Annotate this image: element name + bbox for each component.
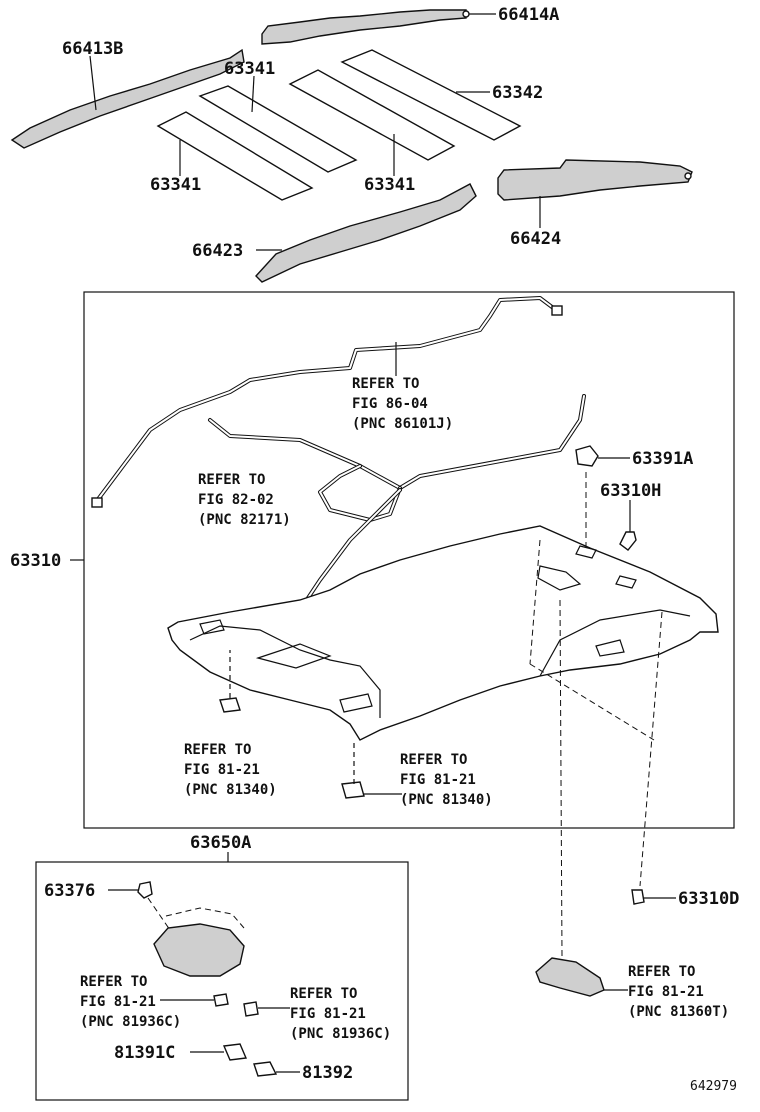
wire-harness-86101j (94, 296, 558, 504)
part-63342 (340, 49, 522, 141)
refer-81-mid-line2: FIG 81-21 (400, 772, 476, 788)
headliner-cutout-visor-l (199, 619, 225, 635)
label-66414a: 66414A (498, 5, 559, 25)
dash-63650a-lens (165, 907, 245, 929)
label-66423: 66423 (192, 241, 243, 261)
part-63341-left (156, 111, 314, 201)
part-63310d (631, 889, 645, 905)
refer-81-mid-line3: (PNC 81340) (400, 792, 493, 808)
label-63342: 63342 (492, 83, 543, 103)
leader-63341-top (251, 75, 255, 113)
label-63310d: 63310D (678, 889, 739, 909)
dash-line-63310d (639, 611, 663, 887)
part-81392 (253, 1061, 278, 1077)
headliner-cutout-handle (595, 639, 625, 657)
headliner-rear-contour (539, 609, 691, 677)
refer-81-21-left: REFER TO FIG 81-21 (PNC 81340) (184, 742, 277, 798)
label-63341-left: 63341 (150, 175, 201, 195)
dash-line-2 (529, 663, 655, 741)
refer-81-21-936b: REFER TO FIG 81-21 (PNC 81936C) (290, 986, 391, 1042)
refer-86-line2: FIG 86-04 (352, 396, 428, 412)
part-63391a (575, 445, 599, 467)
refer-81936a-line1: REFER TO (80, 974, 147, 990)
label-66413b: 66413B (62, 39, 123, 59)
label-63310h: 63310H (600, 481, 661, 501)
part-81340-left (219, 697, 241, 713)
refer-81936a-line2: FIG 81-21 (80, 994, 156, 1010)
refer-81-21-936a: REFER TO FIG 81-21 (PNC 81936C) (80, 974, 181, 1030)
label-63310: 63310 (10, 551, 61, 571)
part-81340-mid (341, 781, 365, 799)
part-81360t-lamp (535, 957, 605, 997)
headliner-cutout-rear-lamp (537, 565, 582, 591)
refer-81-left-line1: REFER TO (184, 742, 251, 758)
refer-81936b-line3: (PNC 81936C) (290, 1026, 391, 1042)
part-66414a-clip (462, 10, 470, 18)
part-66413b (10, 48, 245, 149)
refer-82-line3: (PNC 82171) (198, 512, 291, 528)
label-63650a: 63650A (190, 833, 251, 853)
label-81392: 81392 (302, 1063, 353, 1083)
label-63376: 63376 (44, 881, 95, 901)
refer-81360-line2: FIG 81-21 (628, 984, 704, 1000)
refer-86-04: REFER TO FIG 86-04 (PNC 86101J) (352, 376, 453, 432)
refer-81360-line3: (PNC 81360T) (628, 1004, 729, 1020)
part-81936c-b (243, 1001, 259, 1017)
box-63650a (35, 861, 409, 1101)
refer-81936b-line2: FIG 81-21 (290, 1006, 366, 1022)
part-66424-clip (684, 172, 692, 180)
label-63341-mid: 63341 (364, 175, 415, 195)
label-63341-top: 63341 (224, 59, 275, 79)
headliner-cutout-lamp (339, 693, 373, 713)
refer-81936a-line3: (PNC 81936C) (80, 1014, 181, 1030)
label-81391c: 81391C (114, 1043, 175, 1063)
headliner-clip-seat-1 (575, 545, 597, 559)
leader-66413b (89, 55, 97, 111)
headliner-front-edge (189, 625, 381, 718)
refer-86-line3: (PNC 86101J) (352, 416, 453, 432)
refer-81-mid-line1: REFER TO (400, 752, 467, 768)
wire-connector-left (91, 497, 103, 508)
part-63341-top (198, 85, 358, 173)
dash-line-1 (529, 539, 541, 665)
refer-81-21-mid: REFER TO FIG 81-21 (PNC 81340) (400, 752, 493, 808)
part-66414a (261, 9, 467, 45)
refer-81-left-line3: (PNC 81340) (184, 782, 277, 798)
wire-connector-top (551, 305, 563, 316)
part-66424 (497, 159, 693, 201)
refer-82-02: REFER TO FIG 82-02 (PNC 82171) (198, 472, 291, 528)
refer-81360-line1: REFER TO (628, 964, 695, 980)
refer-86-line1: REFER TO (352, 376, 419, 392)
headliner-clip-seat-2 (615, 575, 637, 589)
refer-81936b-line1: REFER TO (290, 986, 357, 1002)
dash-63376 (147, 897, 171, 931)
part-81936c-a (213, 993, 229, 1007)
part-63310h (619, 531, 637, 551)
figure-id: 642979 (690, 1079, 737, 1094)
part-63341-mid (288, 69, 456, 161)
part-63310-headliner (167, 525, 719, 741)
refer-81-21-360t: REFER TO FIG 81-21 (PNC 81360T) (628, 964, 729, 1020)
headliner-cutout-front (255, 643, 332, 669)
label-66424: 66424 (510, 229, 561, 249)
part-63650a-lamp (153, 923, 245, 977)
refer-82-line1: REFER TO (198, 472, 265, 488)
part-81391c (222, 1043, 248, 1061)
refer-81-left-line2: FIG 81-21 (184, 762, 260, 778)
label-63391a: 63391A (632, 449, 693, 469)
part-66423 (255, 183, 477, 283)
part-63376 (137, 881, 153, 899)
refer-82-line2: FIG 82-02 (198, 492, 274, 508)
